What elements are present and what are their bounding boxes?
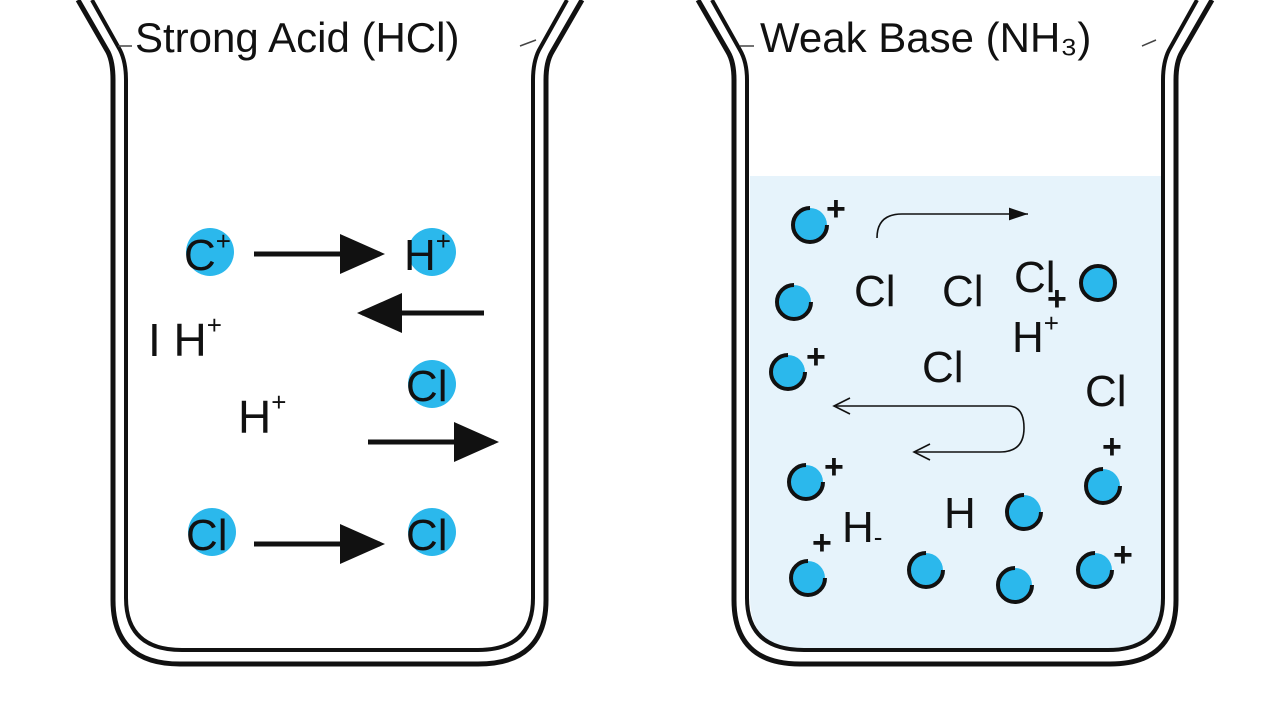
particle-cl-middle-label: Cl [406, 362, 448, 411]
right-beaker: Weak Base (NH₃) + + + + + [695, 0, 1215, 667]
right-particle-6-sphere [1084, 467, 1122, 505]
right-particle-3-sphere [769, 353, 807, 391]
right-title-tick-right [1141, 39, 1157, 47]
curved-arrow-loop-head-bottom [912, 443, 931, 461]
right-particle-7-sphere [1005, 493, 1043, 531]
right-particle-11-sphere [1076, 551, 1114, 589]
right-particle-1-sphere [791, 206, 829, 244]
right-label-cl-1: Cl [854, 267, 896, 316]
right-plus-3: + [1047, 280, 1067, 318]
right-particle-6 [1084, 467, 1122, 505]
right-particle-2-sphere [775, 283, 813, 321]
right-beaker-inner-wall [710, 0, 1199, 652]
right-plus-4: + [824, 448, 844, 486]
right-particle-4-sphere [1079, 264, 1117, 302]
particle-cl-bottom-right-sphere [408, 508, 456, 556]
right-particle-3 [769, 353, 807, 391]
right-particle-4 [1079, 264, 1117, 302]
left-beaker-inner-wall [90, 0, 569, 652]
right-plus-7: + [1113, 536, 1133, 574]
right-particle-10-sphere [996, 566, 1034, 604]
particle-c-plus-label: C+ [184, 226, 231, 280]
left-beaker: Strong Acid (HCl) C+ H+ I H+ Cl H+ Cl [75, 0, 585, 667]
right-particle-9-sphere [907, 551, 945, 589]
curved-arrow-loop [836, 405, 1025, 453]
right-label-cl-5: Cl [1085, 367, 1127, 416]
right-particle-5-sphere [787, 463, 825, 501]
curved-arrow-top [876, 207, 1028, 239]
particle-c-plus: C+ [184, 226, 234, 280]
left-beaker-outer-wall [75, 0, 585, 667]
right-beaker-title: Weak Base (NH₃) [760, 14, 1091, 61]
right-beaker-solution [750, 176, 1162, 650]
particle-h-plus: H+ [404, 226, 456, 280]
right-label-h: H [944, 489, 976, 538]
right-particle-2 [775, 283, 813, 321]
label-h-plus: H+ [238, 387, 286, 443]
right-label-cl-2: Cl [942, 267, 984, 316]
particle-h-plus-label: H+ [404, 226, 451, 280]
right-particle-8-sphere [789, 559, 827, 597]
right-particle-8 [789, 559, 827, 597]
right-beaker-outer-wall [695, 0, 1215, 667]
particle-cl-bottom-left-label: Cl [186, 511, 228, 560]
right-plus-2: + [806, 338, 826, 376]
particle-cl-middle: Cl [406, 360, 456, 411]
left-title-tick-right [519, 39, 537, 47]
particle-cl-bottom-left-sphere [188, 508, 236, 556]
right-particle-10 [996, 566, 1034, 604]
label-i-h-plus: I H+ [148, 310, 222, 366]
right-label-h-plus: H+ [1012, 308, 1059, 362]
curved-arrow-loop-head-top [832, 397, 851, 415]
particle-cl-bottom-left: Cl [186, 508, 236, 560]
particle-cl-bottom-right: Cl [406, 508, 456, 560]
right-particle-7 [1005, 493, 1043, 531]
right-plus-1: + [826, 190, 846, 228]
right-plus-5: + [1102, 428, 1122, 466]
particle-c-plus-sphere [186, 228, 234, 276]
particle-cl-bottom-right-label: Cl [406, 511, 448, 560]
right-particle-11 [1076, 551, 1114, 589]
right-particle-9 [907, 551, 945, 589]
right-particle-1 [791, 206, 829, 244]
right-label-cl-3: Cl [1014, 253, 1056, 302]
particle-h-plus-sphere [408, 228, 456, 276]
left-beaker-title: Strong Acid (HCl) [135, 14, 459, 61]
right-plus-6: + [812, 524, 832, 562]
right-particle-5 [787, 463, 825, 501]
right-label-h-minus: H- [842, 503, 882, 552]
right-label-cl-4: Cl [922, 343, 964, 392]
particle-cl-middle-sphere [408, 360, 456, 408]
